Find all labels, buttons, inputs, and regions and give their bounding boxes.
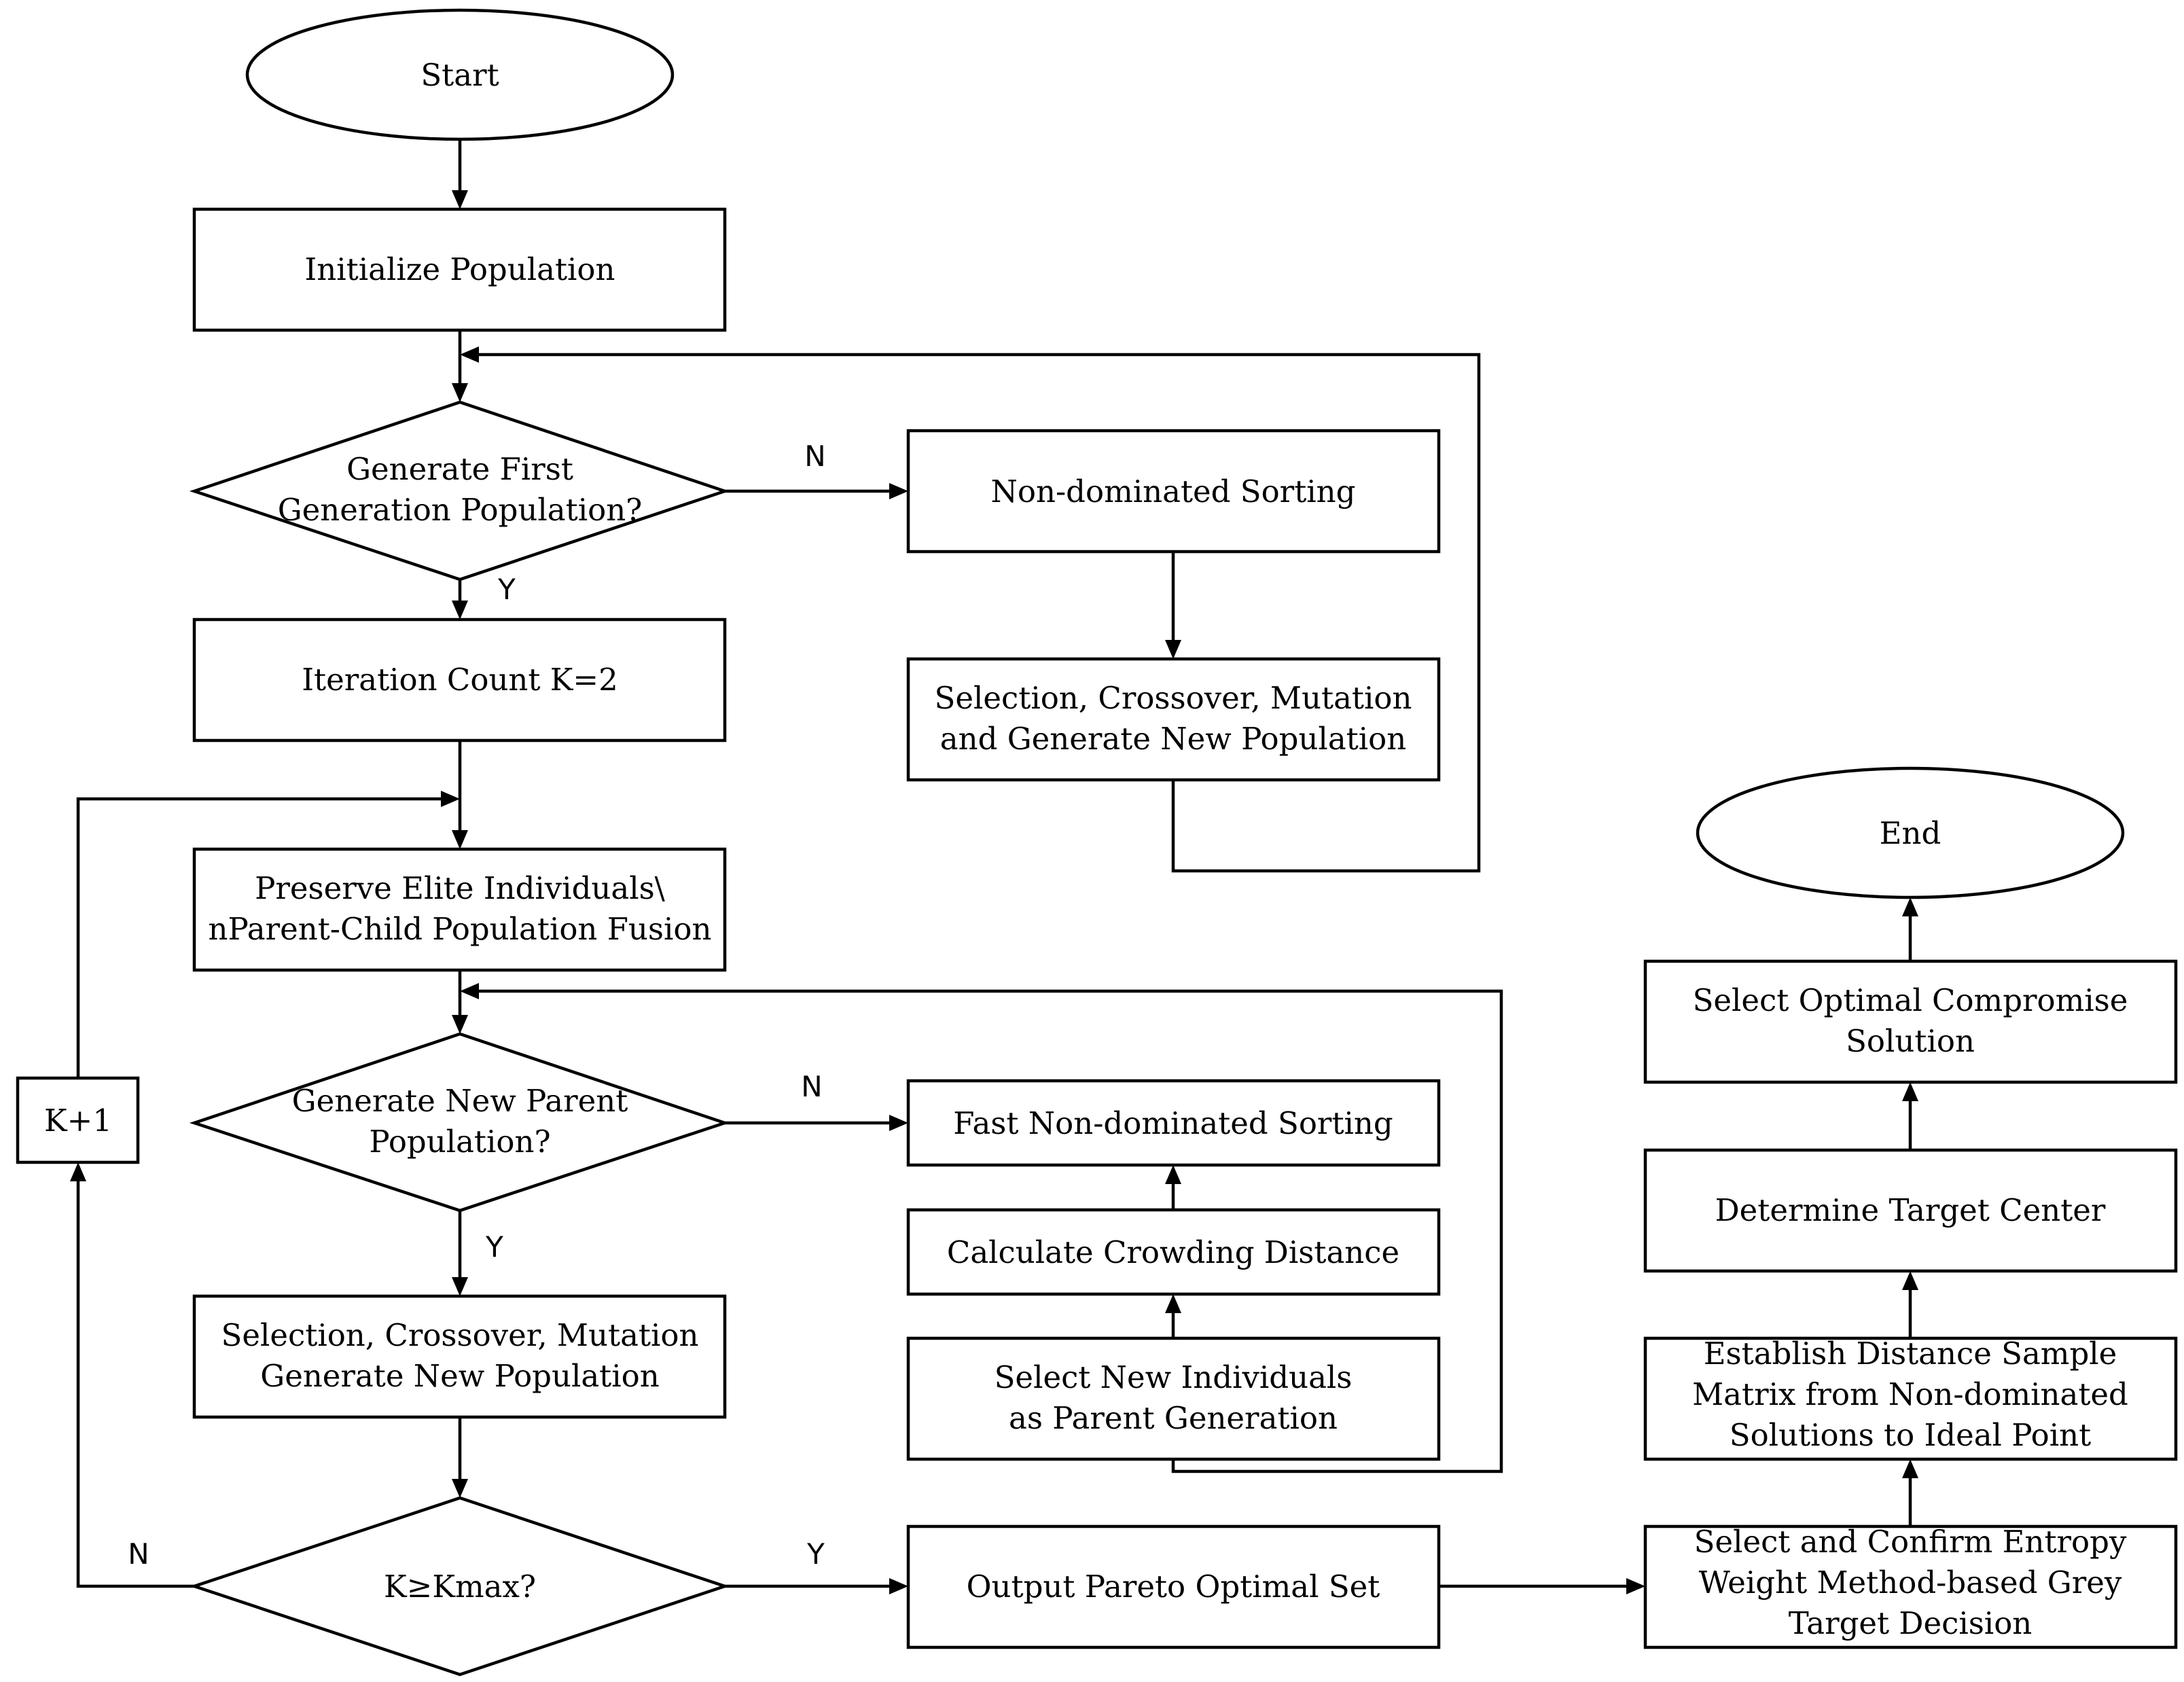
selection-crossover-1-label-line-2: and Generate New Population xyxy=(940,721,1406,757)
fast-nondominated-sorting-box xyxy=(906,1079,1441,1167)
entropy-weight-label-line-2: Weight Method-based Grey xyxy=(1699,1564,2122,1600)
k-plus-1-label: K+1 xyxy=(44,1103,112,1139)
nondominated-sorting-label: Non-dominated Sorting xyxy=(991,473,1356,509)
iteration-count-box xyxy=(192,618,727,742)
distance-matrix-label-line-3: Solutions to Ideal Point xyxy=(1730,1417,2091,1453)
first-generation-decision xyxy=(189,400,730,581)
optimal-compromise-label-line-2: Solution xyxy=(1846,1023,1975,1059)
new-parent-yes-flag: Y xyxy=(485,1230,503,1264)
distance-matrix-label-line-2: Matrix from Non-dominated xyxy=(1692,1376,2128,1412)
selection-crossover-mutation-box-2 xyxy=(192,1294,727,1419)
first-generation-decision-label-line-1: Generate First xyxy=(346,451,573,487)
selection-crossover-2-label-line-2: Generate New Population xyxy=(260,1358,659,1394)
distance-matrix-label-line-1: Establish Distance Sample xyxy=(1704,1336,2117,1372)
initialize-population-label: Initialize Population xyxy=(305,251,615,287)
preserve-elite-box xyxy=(192,847,727,972)
selection-crossover-1-label-line-1: Selection, Crossover, Mutation xyxy=(935,680,1412,716)
new-parent-decision xyxy=(189,1032,730,1213)
kmax-decision xyxy=(189,1496,730,1677)
new-parent-decision-label-line-1: Generate New Parent xyxy=(292,1083,628,1119)
connector-kmax-no xyxy=(76,1181,194,1588)
k-plus-1-box xyxy=(16,1076,140,1164)
selection-crossover-2-label-line-1: Selection, Crossover, Mutation xyxy=(221,1317,699,1353)
new-parent-no-flag: N xyxy=(801,1070,822,1103)
target-center-box xyxy=(1643,1148,2178,1273)
kmax-no-flag: N xyxy=(128,1537,149,1571)
distance-matrix-box xyxy=(1643,1336,2178,1461)
crowding-distance-label: Calculate Crowding Distance xyxy=(947,1234,1399,1270)
optimal-compromise-label-line-1: Select Optimal Compromise xyxy=(1693,982,2128,1018)
preserve-elite-label-line-2: nParent-Child Population Fusion xyxy=(209,911,712,947)
selection-crossover-mutation-box-1 xyxy=(906,657,1441,782)
select-new-individuals-label-line-1: Select New Individuals xyxy=(995,1359,1353,1395)
entropy-weight-label-line-1: Select and Confirm Entropy xyxy=(1694,1524,2127,1560)
start-label: Start xyxy=(420,57,499,93)
loop-back-first-generation xyxy=(478,353,1481,873)
first-gen-no-flag: N xyxy=(804,440,825,473)
kmax-yes-flag: Y xyxy=(806,1537,825,1571)
optimal-compromise-box xyxy=(1643,959,2178,1084)
output-pareto-label: Output Pareto Optimal Set xyxy=(967,1569,1380,1605)
target-center-label: Determine Target Center xyxy=(1715,1192,2106,1228)
iteration-count-label: Iteration Count K=2 xyxy=(302,662,618,698)
loop-back-k-plus-1 xyxy=(76,797,442,1078)
first-generation-decision-label-line-2: Generation Population? xyxy=(278,492,643,528)
first-gen-yes-flag: Y xyxy=(497,573,516,606)
new-parent-decision-label-line-2: Population? xyxy=(369,1124,550,1160)
nondominated-sorting-box xyxy=(906,429,1441,554)
output-pareto-box xyxy=(906,1524,1441,1649)
select-new-individuals-box xyxy=(906,1336,1441,1461)
loop-back-new-parent xyxy=(478,989,1503,1473)
preserve-elite-label-line-1: Preserve Elite Individuals\ xyxy=(255,870,666,906)
select-new-individuals-label-line-2: as Parent Generation xyxy=(1009,1400,1338,1436)
fast-nondominated-sorting-label: Fast Non-dominated Sorting xyxy=(953,1105,1393,1141)
end-label: End xyxy=(1880,815,1941,851)
kmax-decision-label: K≥Kmax? xyxy=(384,1569,536,1605)
entropy-weight-box xyxy=(1643,1524,2178,1649)
entropy-weight-label-line-3: Target Decision xyxy=(1789,1605,2033,1641)
